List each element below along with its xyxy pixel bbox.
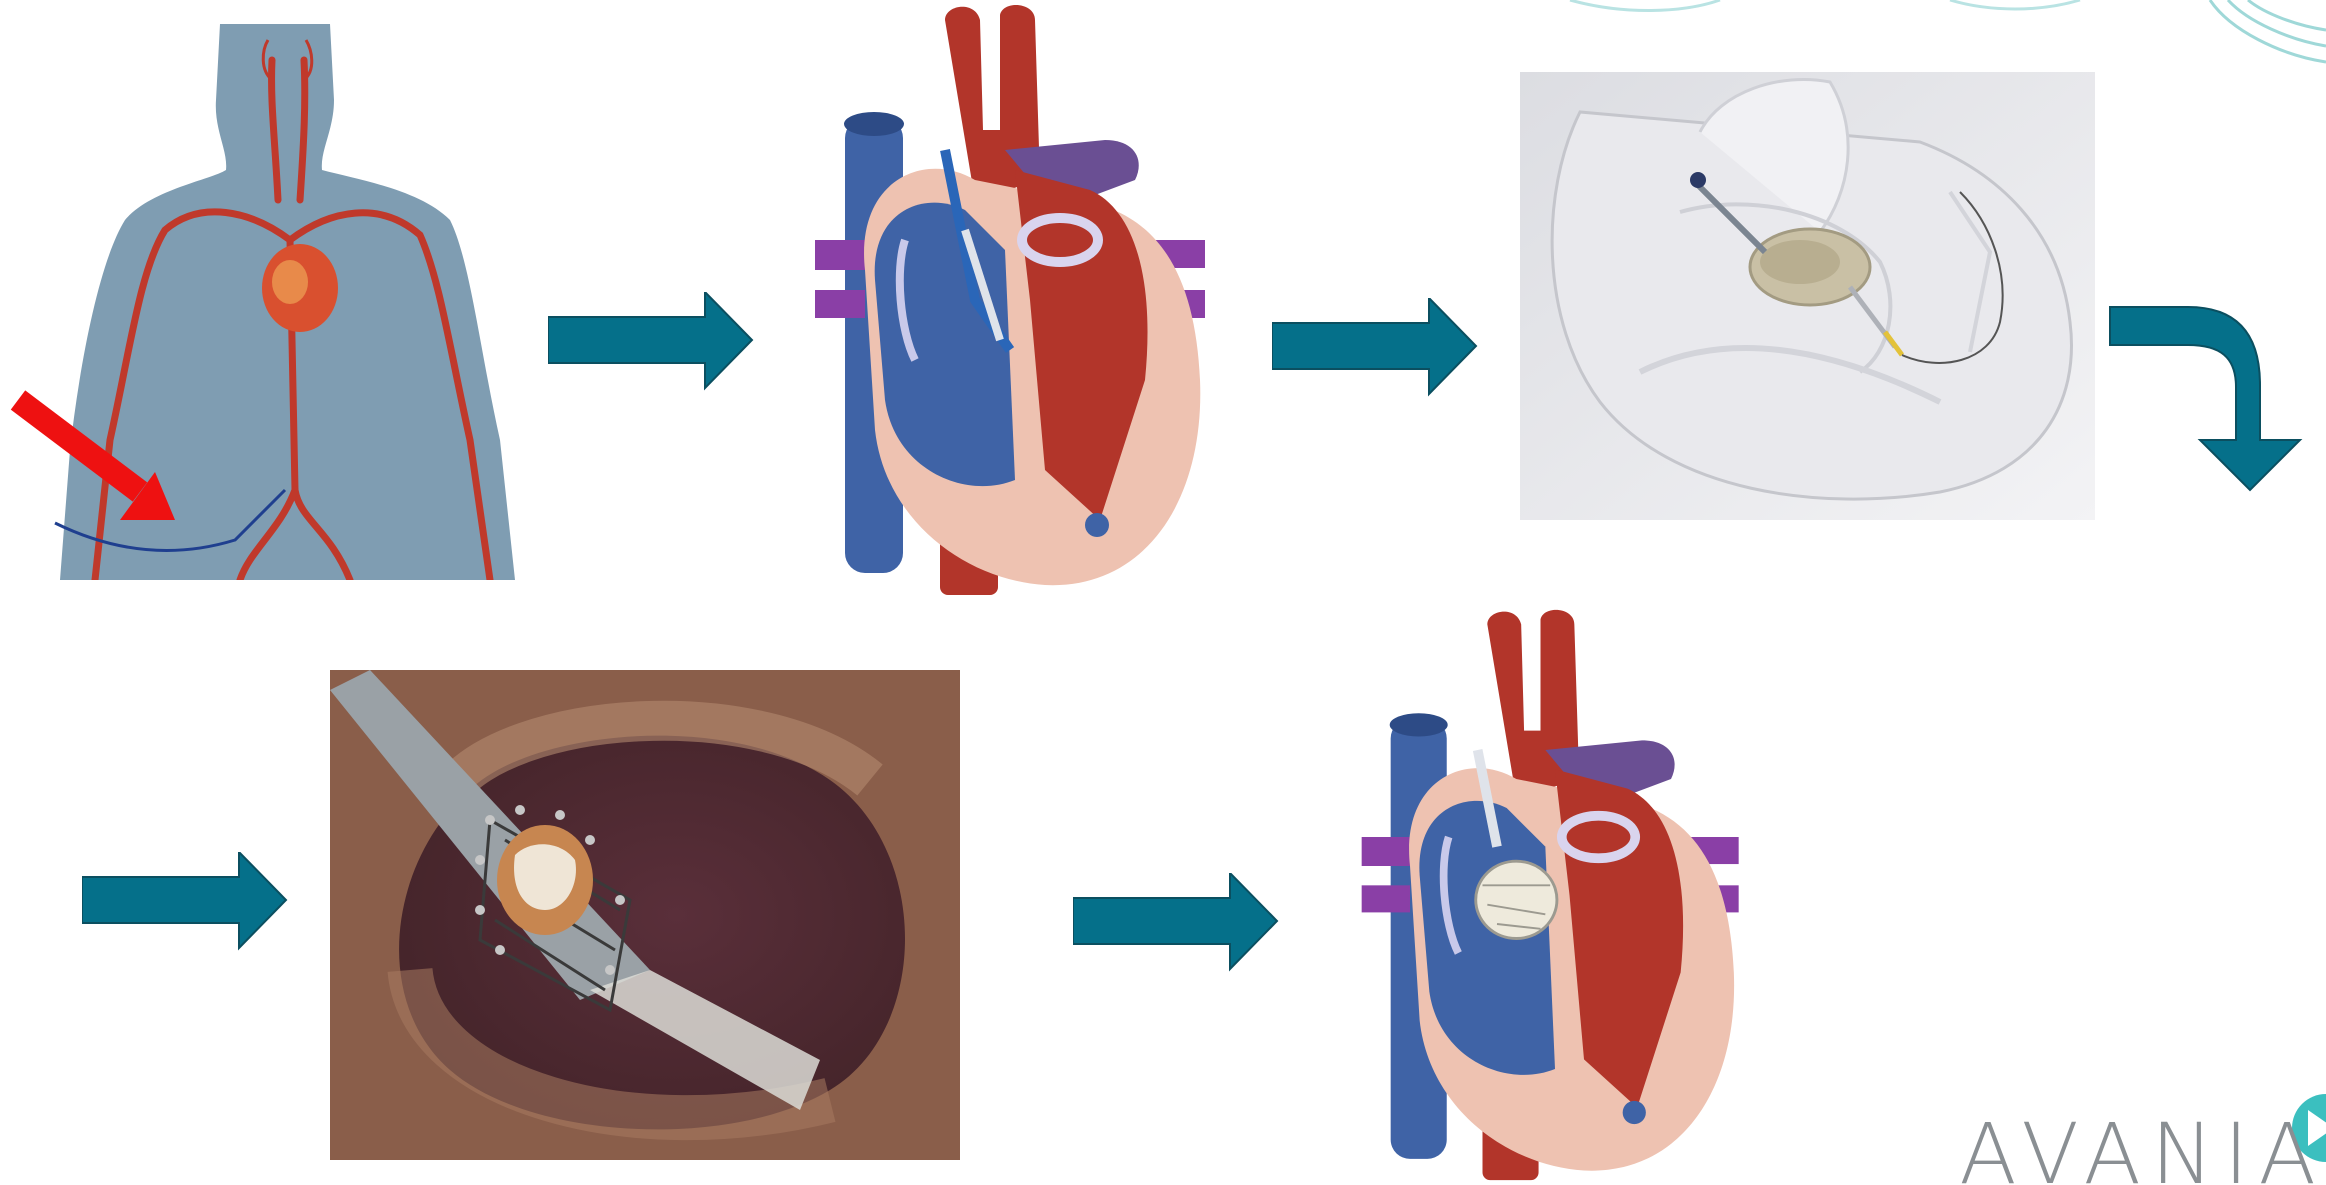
brand-logo-text: AVANIA xyxy=(1959,1105,2326,1185)
body-artery-illustration xyxy=(0,20,530,580)
flow-arrow-1-icon xyxy=(548,292,758,392)
flow-arrow-4-icon xyxy=(1073,873,1283,973)
flow-arrow-3-icon xyxy=(82,852,292,952)
heart-catheter-illustration xyxy=(815,0,1215,600)
valve-deployment-render xyxy=(330,670,960,1160)
flow-arrow-turn-down-icon xyxy=(2108,305,2308,495)
heart-valve-implanted-illustration xyxy=(1355,605,1755,1185)
valve-positioning-render xyxy=(1520,72,2095,520)
flow-arrow-2-icon xyxy=(1272,298,1482,398)
